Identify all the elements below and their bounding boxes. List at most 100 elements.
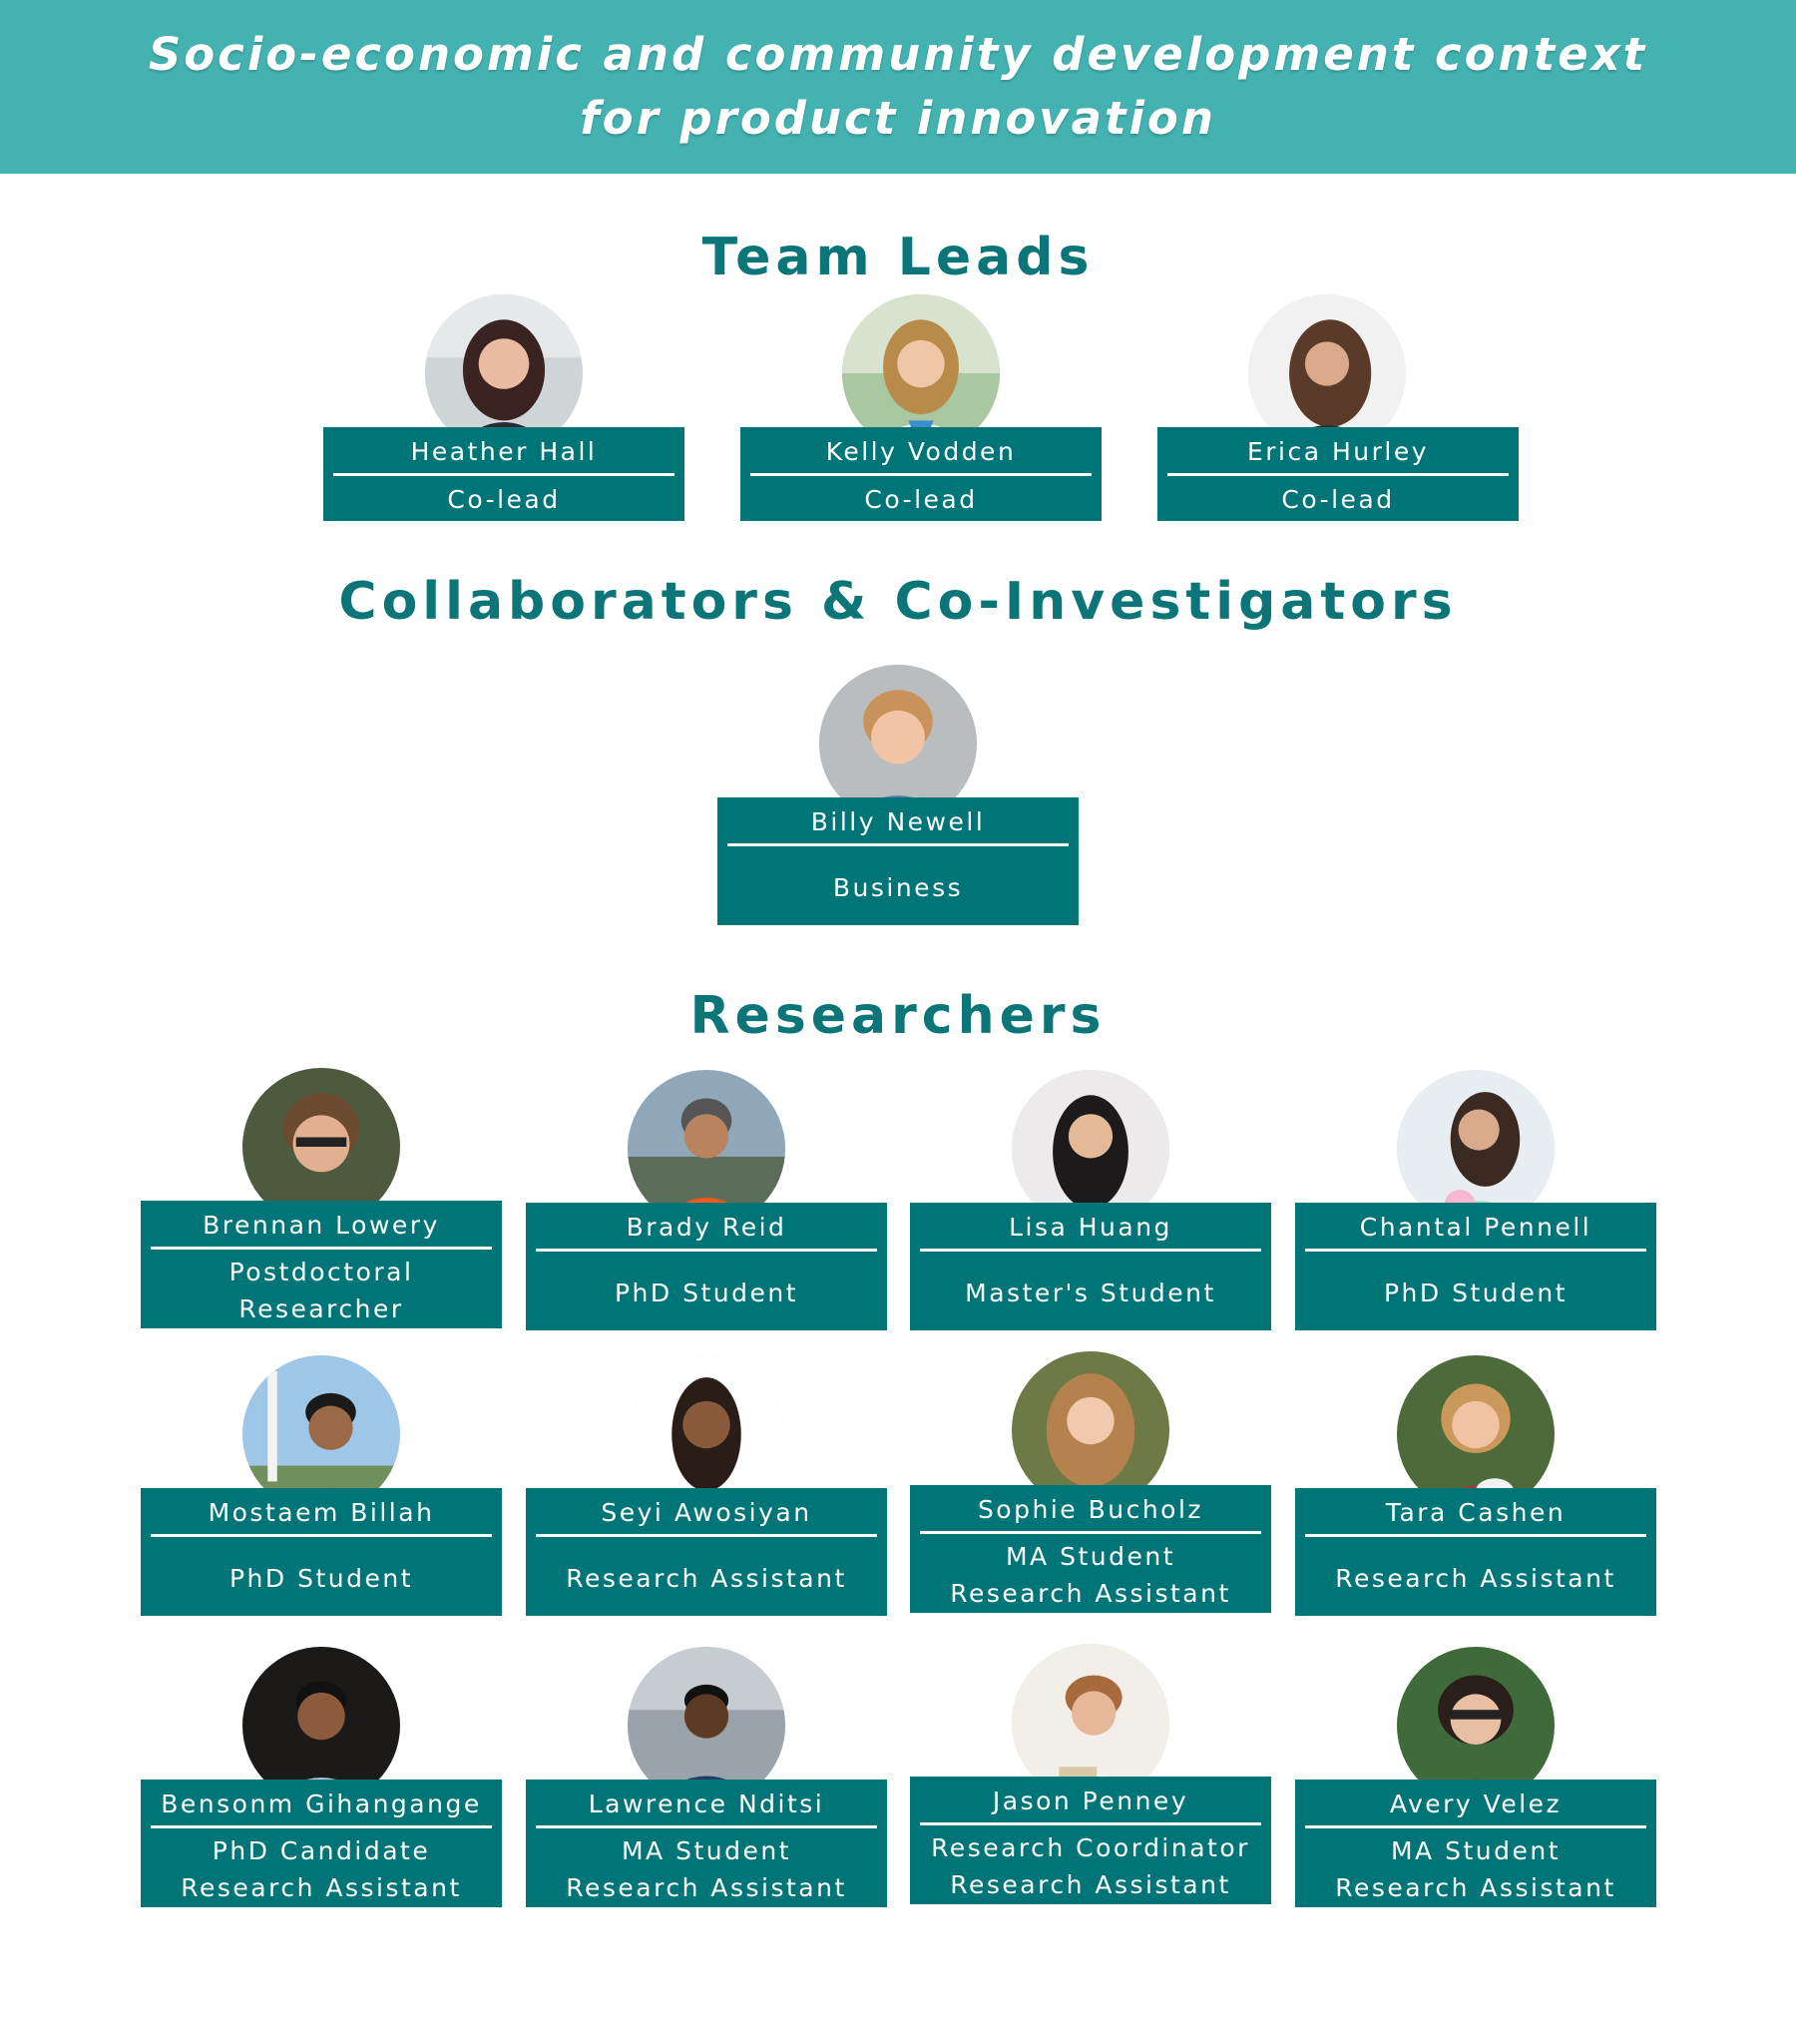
- member-name: Chantal Pennell: [1359, 1213, 1592, 1242]
- team-member-card: Lawrence Nditsi MA Student Research Assi…: [526, 1780, 887, 1907]
- member-name: Lisa Huang: [1009, 1213, 1172, 1242]
- member-role: MA Student Research Assistant: [1295, 1831, 1656, 1907]
- divider: [750, 473, 1092, 476]
- divider: [536, 1534, 877, 1537]
- member-role-line: PhD Candidate: [212, 1836, 431, 1865]
- avatar: [1397, 1070, 1555, 1228]
- member-role: Co-lead: [740, 477, 1102, 521]
- team-member-card: Chantal Pennell PhD Student: [1295, 1203, 1656, 1330]
- divider: [536, 1249, 877, 1252]
- divider: [1305, 1825, 1646, 1828]
- member-role-line: Business: [832, 872, 964, 902]
- team-member-card: Brady Reid PhD Student: [526, 1203, 887, 1330]
- divider: [727, 843, 1069, 846]
- divider: [1305, 1249, 1646, 1252]
- member-name: Kelly Vodden: [825, 437, 1017, 466]
- member-role-line: Research Assistant: [181, 1873, 462, 1902]
- avatar: [242, 1068, 400, 1226]
- team-member-card: Billy Newell Business: [717, 797, 1079, 925]
- member-role-line: Research Assistant: [566, 1563, 847, 1593]
- team-member-card: Brennan Lowery Postdoctoral Researcher: [141, 1201, 502, 1328]
- divider: [1305, 1534, 1646, 1537]
- divider: [1167, 473, 1509, 476]
- team-member-card: Jason Penney Research Coordinator Resear…: [910, 1777, 1271, 1904]
- member-role: Research Coordinator Research Assistant: [910, 1828, 1271, 1904]
- divider: [920, 1531, 1261, 1534]
- member-role: PhD Student: [141, 1540, 502, 1616]
- member-role-line: Research Assistant: [566, 1873, 847, 1902]
- divider: [151, 1825, 492, 1828]
- section-heading-team-leads: Team Leads: [701, 228, 1095, 287]
- team-member-card: Heather Hall Co-lead: [323, 427, 684, 521]
- member-role: Master's Student: [910, 1255, 1271, 1330]
- member-role-line: MA Student: [1390, 1836, 1562, 1865]
- member-role-line: PhD Student: [1383, 1278, 1569, 1307]
- member-role-line: Co-lead: [864, 484, 978, 514]
- portrait-photo-icon: [1012, 1070, 1169, 1228]
- member-role-line: Postdoctoral: [228, 1258, 414, 1286]
- member-role-line: Master's Student: [965, 1278, 1216, 1307]
- member-role-line: MA Student: [1005, 1542, 1176, 1571]
- section-heading-collaborators: Collaborators & Co-Investigators: [338, 572, 1458, 632]
- member-role-line: Co-lead: [447, 484, 561, 514]
- member-name: Lawrence Nditsi: [588, 1789, 825, 1818]
- portrait-photo-icon: [1397, 1070, 1555, 1228]
- member-role-line: PhD Student: [228, 1563, 414, 1593]
- member-role: Research Assistant: [526, 1540, 887, 1616]
- divider: [920, 1822, 1261, 1825]
- member-name: Avery Velez: [1389, 1789, 1563, 1818]
- member-role: PhD Candidate Research Assistant: [141, 1831, 502, 1907]
- team-member-card: Avery Velez MA Student Research Assistan…: [1295, 1780, 1656, 1907]
- member-role-line: Research Assistant: [950, 1870, 1231, 1899]
- member-role-line: PhD Student: [614, 1278, 799, 1307]
- team-member-card: Kelly Vodden Co-lead: [740, 427, 1102, 521]
- divider: [333, 473, 674, 476]
- member-name: Seyi Awosiyan: [601, 1498, 812, 1527]
- avatar: [242, 1647, 400, 1804]
- divider: [151, 1534, 492, 1537]
- member-role-line: Co-lead: [1281, 484, 1395, 514]
- divider: [920, 1249, 1261, 1252]
- member-name: Sophie Bucholz: [977, 1495, 1204, 1524]
- member-role: Co-lead: [1157, 477, 1519, 521]
- member-name: Brady Reid: [626, 1213, 787, 1242]
- member-name: Mostaem Billah: [208, 1498, 435, 1527]
- team-member-card: Bensonm Gihangange PhD Candidate Researc…: [141, 1780, 502, 1907]
- member-role: MA Student Research Assistant: [910, 1537, 1271, 1613]
- member-name: Tara Cashen: [1385, 1498, 1567, 1527]
- member-role: Research Assistant: [1295, 1540, 1656, 1616]
- member-name: Brennan Lowery: [203, 1211, 440, 1240]
- member-role: Co-lead: [323, 477, 684, 521]
- avatar: [1012, 1644, 1169, 1801]
- member-name: Heather Hall: [410, 437, 598, 466]
- member-role-line: Research Coordinator: [931, 1833, 1250, 1862]
- team-member-card: Sophie Bucholz MA Student Research Assis…: [910, 1485, 1271, 1613]
- avatar: [1012, 1070, 1169, 1228]
- member-role: Business: [717, 849, 1079, 925]
- member-role-line: Research Assistant: [1335, 1873, 1616, 1902]
- member-role-line: Researcher: [238, 1294, 404, 1323]
- member-role-line: Research Assistant: [950, 1579, 1231, 1608]
- header-banner: Socio-economic and community development…: [0, 0, 1796, 174]
- section-heading-researchers: Researchers: [689, 986, 1107, 1046]
- member-role: Postdoctoral Researcher: [141, 1253, 502, 1328]
- member-role: MA Student Research Assistant: [526, 1831, 887, 1907]
- team-member-card: Tara Cashen Research Assistant: [1295, 1488, 1656, 1616]
- avatar: [242, 1355, 400, 1513]
- team-member-card: Erica Hurley Co-lead: [1157, 427, 1519, 521]
- divider: [151, 1247, 492, 1250]
- member-role-line: MA Student: [621, 1836, 792, 1865]
- member-role: PhD Student: [1295, 1255, 1656, 1330]
- member-name: Jason Penney: [992, 1787, 1189, 1815]
- divider: [536, 1825, 877, 1828]
- avatar: [1012, 1351, 1169, 1509]
- member-name: Billy Newell: [810, 807, 986, 836]
- member-name: Bensonm Gihangange: [161, 1789, 482, 1818]
- member-name: Erica Hurley: [1246, 437, 1430, 466]
- team-member-card: Lisa Huang Master's Student: [910, 1203, 1271, 1330]
- team-member-card: Seyi Awosiyan Research Assistant: [526, 1488, 887, 1616]
- portrait-photo-icon: [1012, 1351, 1169, 1509]
- member-role: PhD Student: [526, 1255, 887, 1330]
- page-title-line-2: for product innovation: [580, 92, 1216, 145]
- page-title-line-1: Socio-economic and community development…: [148, 28, 1648, 81]
